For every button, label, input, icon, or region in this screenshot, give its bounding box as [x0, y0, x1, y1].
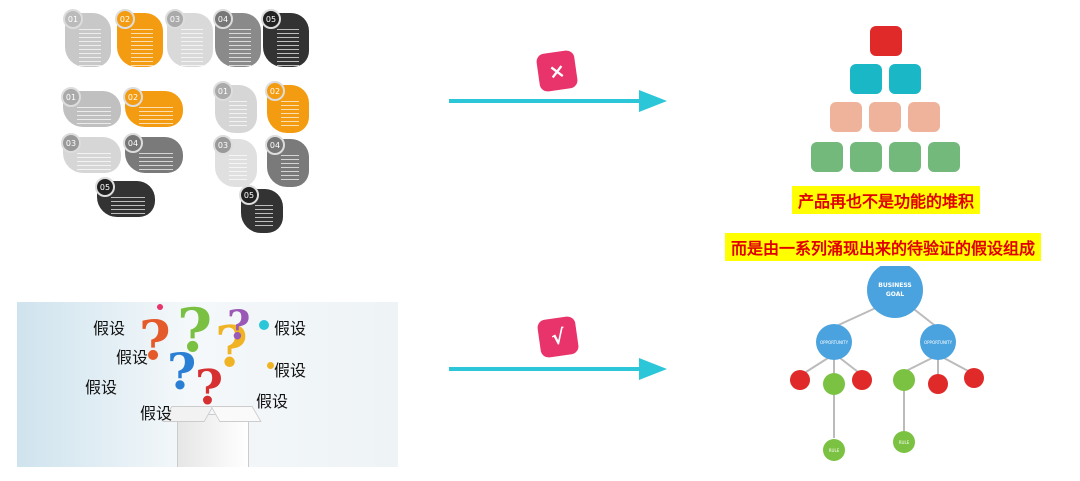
infographic-item: 04 [213, 9, 261, 69]
infographic-item: 02 [265, 81, 309, 133]
pyramid-block [889, 64, 921, 94]
item-number: 02 [123, 87, 143, 107]
hypothesis-label: 假设 [93, 319, 126, 338]
solution-node-red [790, 370, 810, 390]
question-mark-icon: ? [227, 302, 251, 349]
item-number: 03 [165, 9, 185, 29]
solution-node-green [893, 369, 915, 391]
pyramid-block [908, 102, 940, 132]
infographic-item: 04 [265, 135, 309, 187]
item-number: 01 [213, 81, 233, 101]
box-image [177, 414, 249, 467]
infographic-item: 03 [213, 135, 257, 187]
question-mark-icon: ? [215, 314, 248, 380]
right-badge-icon: √ [536, 315, 580, 359]
experiment-label: RULE [829, 448, 840, 453]
business-goal-node [867, 266, 923, 318]
infographic-item: 04 [123, 133, 183, 173]
item-number: 02 [265, 81, 285, 101]
caption-features: 产品再也不是功能的堆积 [792, 186, 981, 214]
pyramid-block [850, 142, 882, 172]
pyramid [800, 24, 980, 184]
pyramid-block [811, 142, 843, 172]
infographic-item: 01 [61, 87, 121, 127]
question-mark-icon: ? [177, 302, 213, 366]
dot [259, 320, 269, 330]
infographic-item: 03 [61, 133, 121, 173]
infographic-item: 02 [115, 9, 163, 69]
business-goal-label: GOAL [886, 291, 905, 298]
item-number: 05 [239, 185, 259, 205]
arrow-bottom-icon [449, 358, 667, 380]
item-number: 04 [123, 133, 143, 153]
wrong-badge-icon: × [535, 49, 579, 93]
box-flap [210, 406, 262, 422]
item-number: 01 [63, 9, 83, 29]
pyramid-block [850, 64, 882, 94]
business-goal-label: BUSINESS [878, 282, 912, 289]
infographic-image: 01 02 03 04 05 01 02 03 04 05 01 02 03 [55, 5, 320, 235]
opportunity-node [920, 324, 956, 360]
hypothesis-label: 假设 [274, 361, 307, 380]
hypothesis-label: 假设 [256, 392, 289, 411]
infographic-item: 05 [239, 185, 283, 233]
solution-node-red [928, 374, 948, 394]
opportunity-label: OPPORTUNITY [924, 340, 953, 345]
experiment-label: RULE [899, 440, 910, 445]
pyramid-block [830, 102, 862, 132]
item-number: 01 [61, 87, 81, 107]
infographic-item: 05 [95, 177, 155, 217]
pyramid-block [869, 102, 901, 132]
item-number: 03 [213, 135, 233, 155]
solution-node-red [964, 368, 984, 388]
question-mark-icon: ? [167, 342, 197, 401]
infographic-item: 01 [63, 9, 111, 69]
pyramid-block [870, 26, 902, 56]
infographic-item: 02 [123, 87, 183, 127]
infographic-item: 05 [261, 9, 309, 69]
pyramid-block [889, 142, 921, 172]
experiment-node [893, 431, 915, 453]
experiment-node [823, 439, 845, 461]
question-mark-icon: ? [139, 308, 171, 372]
arrow-top-icon [449, 90, 667, 112]
item-number: 03 [61, 133, 81, 153]
solution-node-green [823, 373, 845, 395]
hypothesis-label: 假设 [274, 319, 307, 338]
infographic-item: 01 [213, 81, 257, 133]
dot [157, 304, 163, 310]
hypothesis-label: 假设 [116, 348, 149, 367]
hypotheses-image: ? ? ? ? ? ? [17, 302, 398, 467]
dot [267, 362, 274, 369]
opportunity-tree: BUSINESS GOAL OPPORTUNITY OPPORTUNITY RU… [790, 266, 984, 461]
item-number: 04 [213, 9, 233, 29]
pyramid-block [928, 142, 960, 172]
item-number: 05 [261, 9, 281, 29]
item-number: 05 [95, 177, 115, 197]
opportunity-node [816, 324, 852, 360]
hypothesis-label: 假设 [140, 404, 173, 423]
opportunity-label: OPPORTUNITY [820, 340, 849, 345]
solution-node-red [852, 370, 872, 390]
item-number: 02 [115, 9, 135, 29]
hypothesis-label: 假设 [85, 378, 118, 397]
caption-hypotheses: 而是由一系列涌现出来的待验证的假设组成 [725, 233, 1042, 261]
item-number: 04 [265, 135, 285, 155]
infographic-item: 03 [165, 9, 213, 69]
